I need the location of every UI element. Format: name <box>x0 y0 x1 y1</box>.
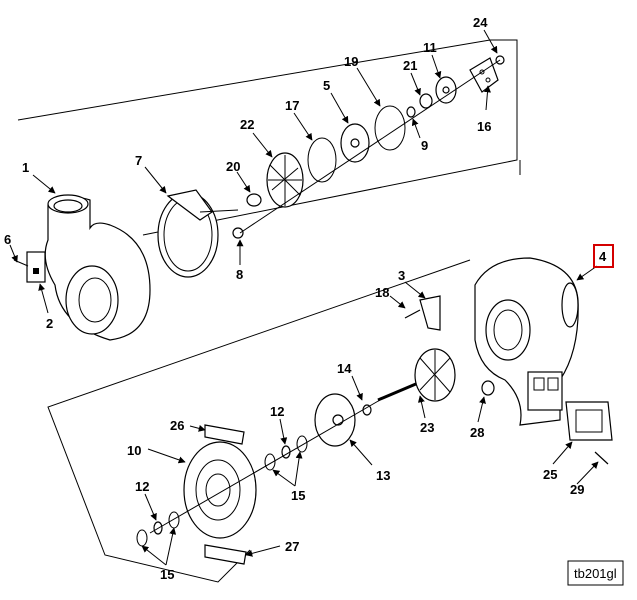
callout-21: 21 <box>403 58 417 73</box>
ring-15-c <box>136 529 148 547</box>
callout-10: 10 <box>127 443 141 458</box>
bearing-housing-plate <box>314 393 356 447</box>
callout-4-highlight-box <box>593 244 614 268</box>
turbine-housing <box>474 257 579 426</box>
bolt-28 <box>481 380 495 396</box>
callout-26: 26 <box>170 418 184 433</box>
callout-25: 25 <box>543 467 557 482</box>
gasket-25 <box>565 401 613 441</box>
nut-8 <box>232 227 244 239</box>
compressor-housing <box>44 194 151 341</box>
ring-15-b <box>296 435 308 453</box>
callout-24: 24 <box>473 15 488 30</box>
ring-14 <box>362 404 372 416</box>
callout-15-lower: 15 <box>160 567 174 582</box>
stud-29 <box>594 451 609 465</box>
retaining-ring-17 <box>307 137 337 183</box>
callout-1: 1 <box>22 160 29 175</box>
seal-insert-5 <box>340 123 370 163</box>
callout-12-lower: 12 <box>135 479 149 494</box>
callout-2: 2 <box>46 316 53 331</box>
callout-5: 5 <box>323 78 330 93</box>
callout-8: 8 <box>236 267 243 282</box>
warning-label-plate <box>26 251 46 283</box>
lock-plate-3 <box>419 295 441 331</box>
o-ring-19 <box>374 105 406 151</box>
callout-28: 28 <box>470 425 484 440</box>
callout-4: 4 <box>599 249 607 264</box>
callout-19: 19 <box>344 54 358 69</box>
callout-16: 16 <box>477 119 491 134</box>
callout-20: 20 <box>226 159 240 174</box>
bolt-18 <box>404 309 421 319</box>
center-housing <box>183 441 257 539</box>
callout-9: 9 <box>421 138 428 153</box>
callout-11: 11 <box>423 40 437 55</box>
callout-labels: 1 2 3 4 5 6 7 8 9 10 11 12 12 13 14 15 1… <box>4 15 614 582</box>
callout-17: 17 <box>285 98 299 113</box>
figure-id-box: tb201gl <box>567 560 624 586</box>
callout-15-upper: 15 <box>291 488 305 503</box>
callout-7: 7 <box>135 153 142 168</box>
v-band-clamp <box>157 189 239 278</box>
callout-6: 6 <box>4 232 11 247</box>
gasket-26 <box>204 424 245 445</box>
ring-15-a <box>264 453 276 471</box>
callout-14: 14 <box>337 361 352 376</box>
gasket-27 <box>204 544 247 565</box>
callout-27: 27 <box>285 539 299 554</box>
callout-22: 22 <box>240 117 254 132</box>
callout-23: 23 <box>420 420 434 435</box>
plate-16 <box>469 57 499 93</box>
callout-29: 29 <box>570 482 584 497</box>
ring-15-d <box>168 511 180 529</box>
nut-21 <box>419 93 433 109</box>
ring-9 <box>406 106 416 118</box>
figure-id: tb201gl <box>574 566 617 581</box>
callout-13: 13 <box>376 468 390 483</box>
callout-18: 18 <box>375 285 389 300</box>
turbine-shaft-wheel <box>377 348 456 402</box>
exploded-view-outline <box>17 39 521 583</box>
callout-12-upper: 12 <box>270 404 284 419</box>
compressor-wheel <box>266 152 304 208</box>
callout-3: 3 <box>398 268 405 283</box>
leader-lines <box>9 29 599 566</box>
nut-20 <box>246 193 262 207</box>
thrust-bearing-11 <box>435 76 457 104</box>
